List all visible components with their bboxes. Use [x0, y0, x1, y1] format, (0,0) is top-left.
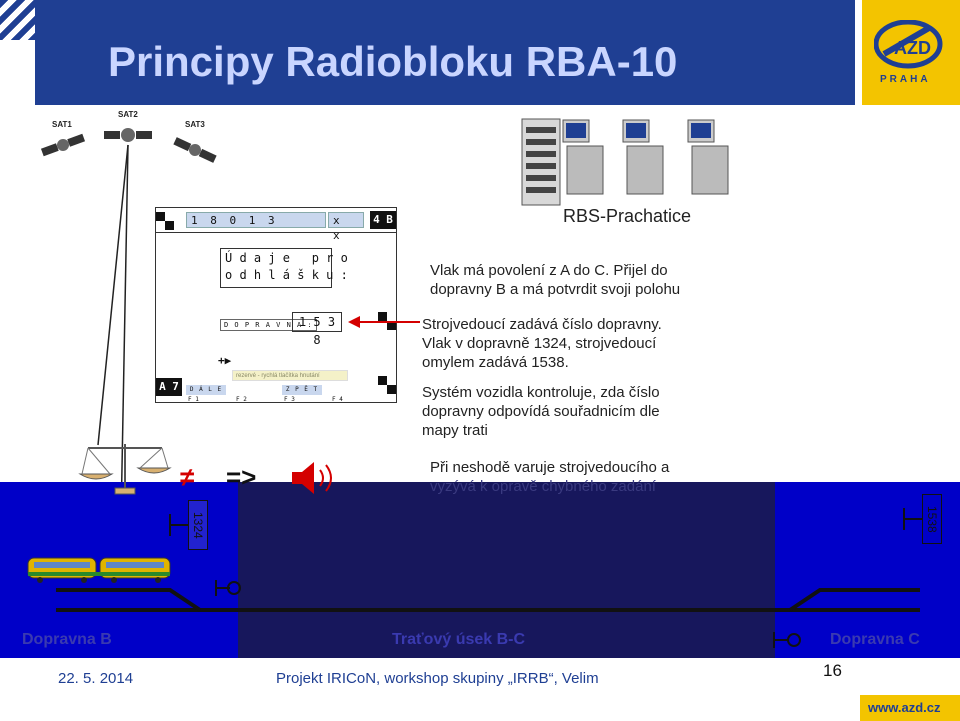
text-block-3: Systém vozidla kontroluje, zda číslo dop… — [422, 383, 660, 440]
sign-post-icon — [903, 508, 922, 530]
fkey-f1[interactable]: F 1 — [188, 396, 199, 403]
train-icon — [27, 557, 171, 583]
text-line: vyzývá k opravě chybného zadání — [430, 478, 656, 495]
satellite-label: SAT1 — [52, 120, 72, 129]
side-code-badge: A 7 — [156, 378, 182, 396]
track-section-area — [238, 482, 775, 658]
sign-post-icon — [169, 514, 188, 536]
satellite-icon — [173, 137, 217, 163]
plus-arrow-icon[interactable]: +▶ — [218, 354, 232, 367]
text-line: Systém vozidla kontroluje, zda číslo — [422, 384, 660, 401]
reserve-bar: rezervé - rychlá tlačítka hnutání — [232, 370, 348, 381]
xx-field: x x — [328, 212, 364, 242]
text-line: Při neshodě varuje strojvedoucího a — [430, 459, 670, 476]
footer-url-box — [860, 695, 960, 721]
fkey-f4[interactable]: F 4 — [332, 396, 343, 403]
speaker-icon — [292, 462, 332, 494]
fkey-f2[interactable]: F 2 — [236, 396, 247, 403]
azd-logo-icon: AŽD — [874, 20, 943, 69]
satellite-icon — [104, 128, 152, 142]
signal-icon — [215, 580, 241, 596]
train-number-field: 1 8 0 1 3 — [186, 212, 326, 228]
text-block-4: Při neshodě varuje strojvedoucího a vyzý… — [430, 458, 669, 496]
signal-icon — [773, 632, 801, 648]
slide-number: 16 — [823, 661, 842, 680]
header-band — [35, 0, 855, 105]
text-line: Vlak v dopravně 1324, strojvedoucí — [422, 335, 657, 352]
server-label: RBS-Prachatice — [563, 206, 692, 226]
not-equal-symbol: ≠ — [180, 462, 195, 492]
logo-text: AŽD — [894, 37, 931, 58]
text-block-2: Strojvedoucí zadává číslo dopravny. Vlak… — [422, 315, 662, 372]
text-line: Vlak má povolení z A do C. Přijel do — [430, 262, 668, 279]
red-arrow-icon — [348, 316, 420, 328]
info-box — [220, 248, 332, 288]
text-line: dopravny odpovídá souřadnicím dle — [422, 403, 660, 420]
checker-icon — [378, 376, 396, 394]
softkey-zpet[interactable]: Z P Ě T — [282, 385, 322, 395]
text-block-1: Vlak má povolení z A do C. Přijel do dop… — [430, 261, 680, 299]
station-sign-1538: 1538 — [922, 494, 942, 544]
panel-divider — [155, 232, 397, 233]
page-title: Principy Radiobloku RBA-10 — [108, 38, 678, 85]
header-stripe-decoration — [0, 0, 35, 40]
station-sign-1324: 1324 — [188, 500, 208, 550]
section-label: Traťový úsek B-C — [392, 631, 526, 648]
station-label-c: Dopravna C — [830, 631, 920, 648]
checker-icon — [156, 212, 174, 230]
track-lines — [56, 580, 920, 612]
text-line: dopravny B a má potvrdit svoji polohu — [430, 281, 681, 298]
dopravna-input[interactable]: 1 5 3 8 — [292, 312, 342, 347]
footer — [0, 658, 960, 721]
scale-icon — [78, 444, 172, 495]
info-line: Ú d a j e p r o — [225, 251, 348, 265]
text-line: mapy trati — [422, 422, 488, 439]
satellite-label: SAT2 — [118, 110, 138, 119]
footer-url[interactable]: www.azd.cz — [868, 700, 941, 715]
implies-symbol: => — [226, 462, 257, 492]
satellite-icon — [40, 133, 86, 157]
dopravna-label: D O P R A V N A : — [220, 319, 317, 331]
logo-city: PRAHA — [880, 74, 931, 85]
softkey-dale[interactable]: D Á L E — [186, 385, 226, 395]
footer-project: Projekt IRICoN, workshop skupiny „IRRB“,… — [276, 670, 599, 687]
info-line: o d h l á š k u : — [225, 268, 348, 282]
checker-icon — [378, 312, 396, 330]
track-code-badge: 4 B — [370, 211, 396, 229]
station-label-b: Dopravna B — [22, 631, 112, 648]
fkey-f3[interactable]: F 3 — [284, 396, 295, 403]
satellite-diagram: SAT1 SAT2 SAT3 — [40, 110, 217, 576]
text-line: omylem zadává 1538. — [422, 354, 569, 371]
satellite-label: SAT3 — [185, 120, 205, 129]
text-line: Strojvedoucí zadává číslo dopravny. — [422, 316, 662, 333]
footer-date: 22. 5. 2014 — [58, 670, 134, 687]
server-cluster-icon — [521, 118, 729, 206]
